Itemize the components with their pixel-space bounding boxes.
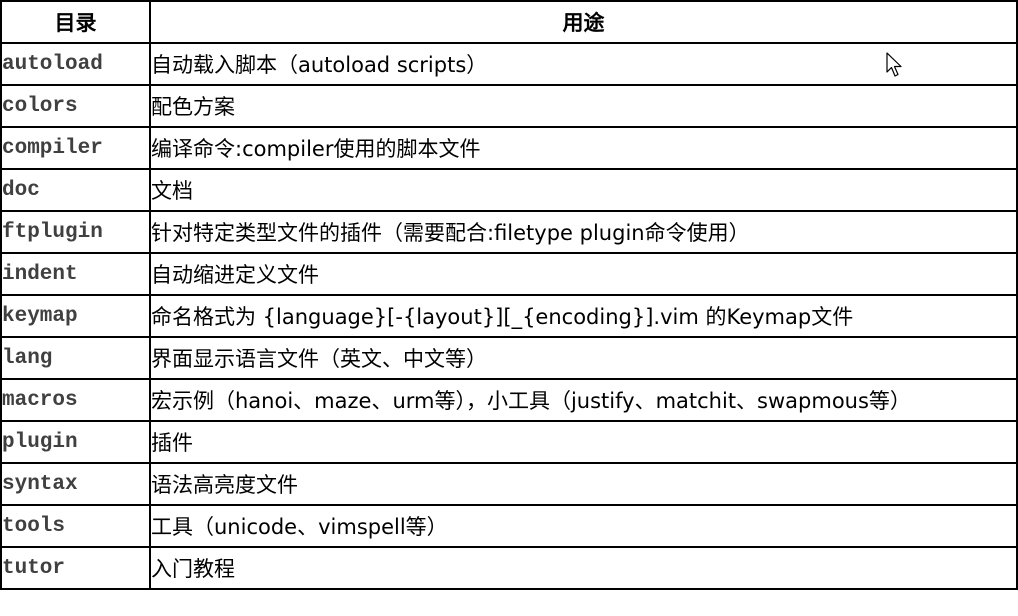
directory-name: tutor bbox=[0, 546, 151, 590]
directory-name: colors bbox=[0, 84, 151, 128]
directory-purpose: 编译命令:compiler使用的脚本文件 bbox=[149, 126, 1018, 170]
directory-purpose: 配色方案 bbox=[149, 84, 1018, 128]
directory-name: macros bbox=[0, 378, 151, 422]
directory-name: compiler bbox=[0, 126, 151, 170]
directory-purpose: 自动载入脚本（autoload scripts） bbox=[149, 42, 1018, 86]
directory-name: doc bbox=[0, 168, 151, 212]
directory-name: lang bbox=[0, 336, 151, 380]
table-header-row: 目录 用途 bbox=[0, 0, 1018, 44]
arrow-pointer-icon bbox=[886, 52, 902, 77]
directory-name: syntax bbox=[0, 462, 151, 506]
directory-purpose: 自动缩进定义文件 bbox=[149, 252, 1018, 296]
directory-name: indent bbox=[0, 252, 151, 296]
directory-purpose: 入门教程 bbox=[149, 546, 1018, 590]
directory-name: tools bbox=[0, 504, 151, 548]
directory-name: autoload bbox=[0, 42, 151, 86]
directory-purpose: 命名格式为 {language}[-{layout}][_{encoding}]… bbox=[149, 294, 1018, 338]
directory-purpose: 语法高亮度文件 bbox=[149, 462, 1018, 506]
directory-name: keymap bbox=[0, 294, 151, 338]
directory-purpose: 工具（unicode、vimspell等） bbox=[149, 504, 1018, 548]
directory-purpose: 针对特定类型文件的插件（需要配合:filetype plugin命令使用） bbox=[149, 210, 1018, 254]
directory-name: ftplugin bbox=[0, 210, 151, 254]
directory-purpose: 宏示例（hanoi、maze、urm等），小工具（justify、matchit… bbox=[149, 378, 1018, 422]
directory-purpose: 界面显示语言文件（英文、中文等） bbox=[149, 336, 1018, 380]
directory-purpose: 插件 bbox=[149, 420, 1018, 464]
header-directory: 目录 bbox=[0, 0, 151, 44]
directory-purpose: 文档 bbox=[149, 168, 1018, 212]
header-purpose: 用途 bbox=[149, 0, 1018, 44]
directory-name: plugin bbox=[0, 420, 151, 464]
